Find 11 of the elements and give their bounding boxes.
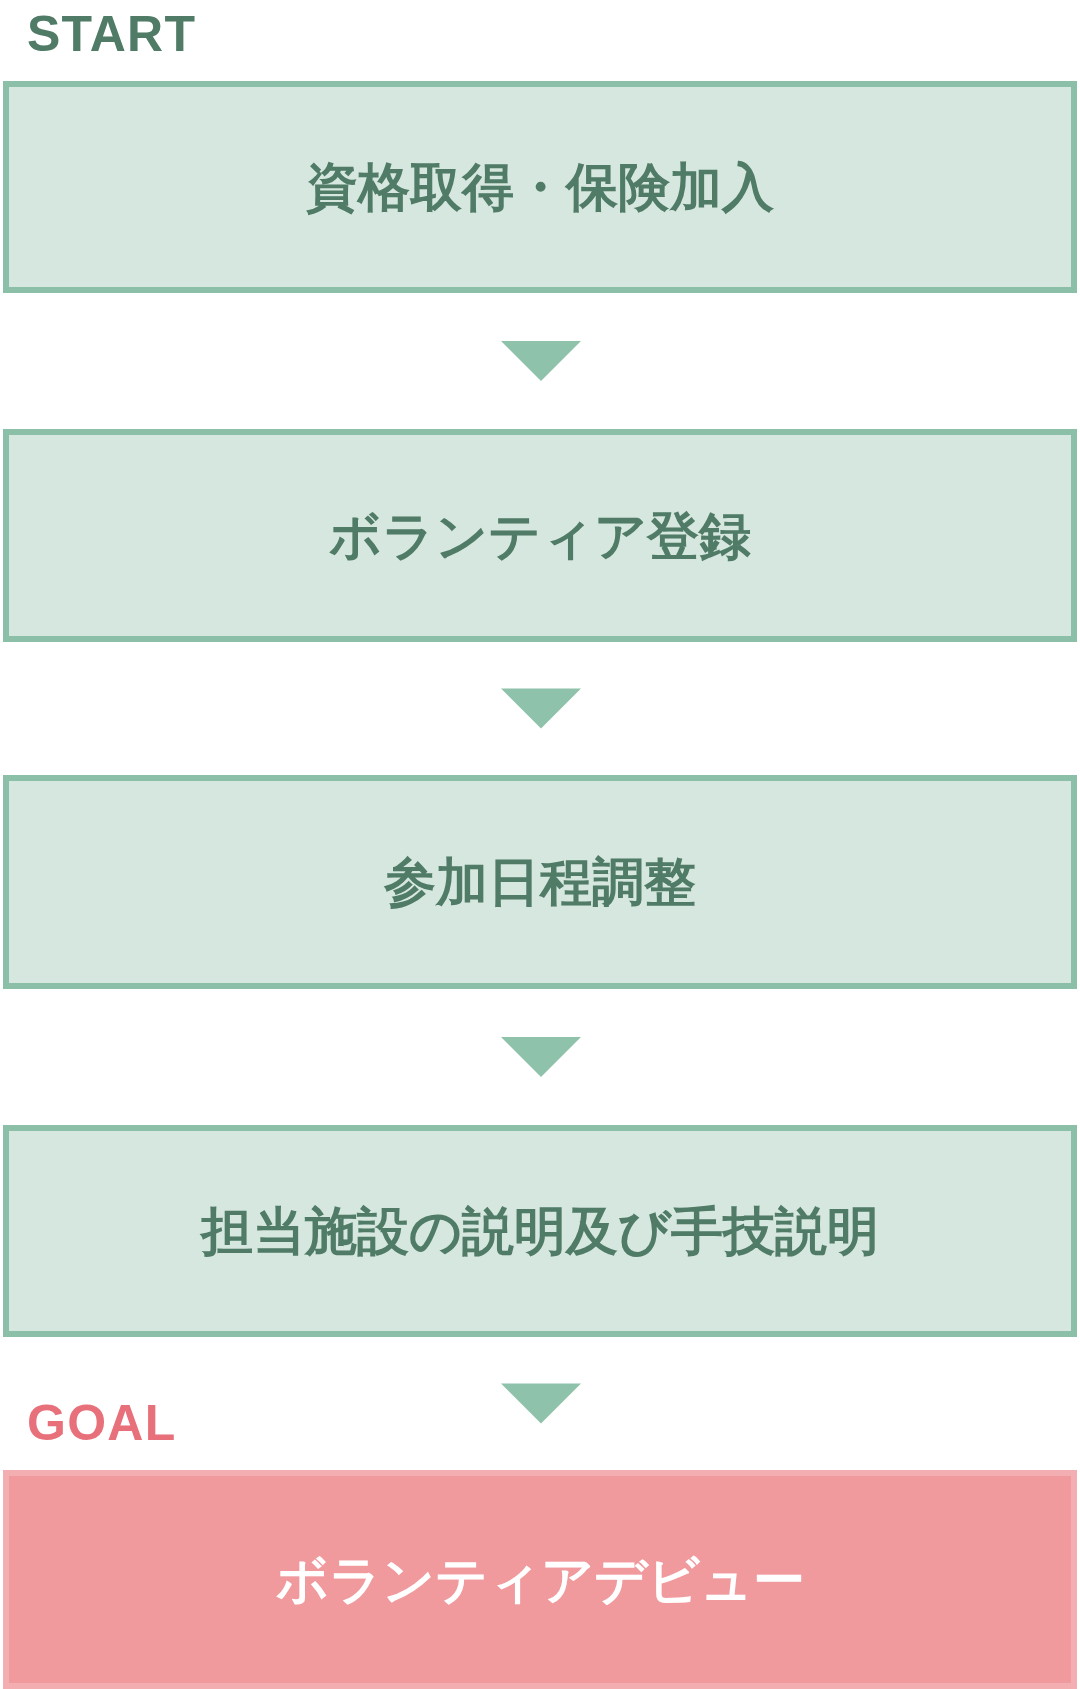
flow-heading: START xyxy=(27,9,197,59)
arrow xyxy=(501,1037,581,1077)
step-box: 担当施設の説明及び手技説明 xyxy=(3,1125,1077,1337)
arrow xyxy=(501,688,581,729)
step-box: 参加日程調整 xyxy=(3,775,1077,989)
step-box: ボランティアデビュー xyxy=(3,1470,1077,1689)
arrow xyxy=(501,341,581,381)
step-box: ボランティア登録 xyxy=(3,429,1077,642)
arrow xyxy=(501,1383,581,1424)
step-box: 資格取得・保険加入 xyxy=(3,81,1077,293)
flow-heading: GOAL xyxy=(27,1398,177,1448)
